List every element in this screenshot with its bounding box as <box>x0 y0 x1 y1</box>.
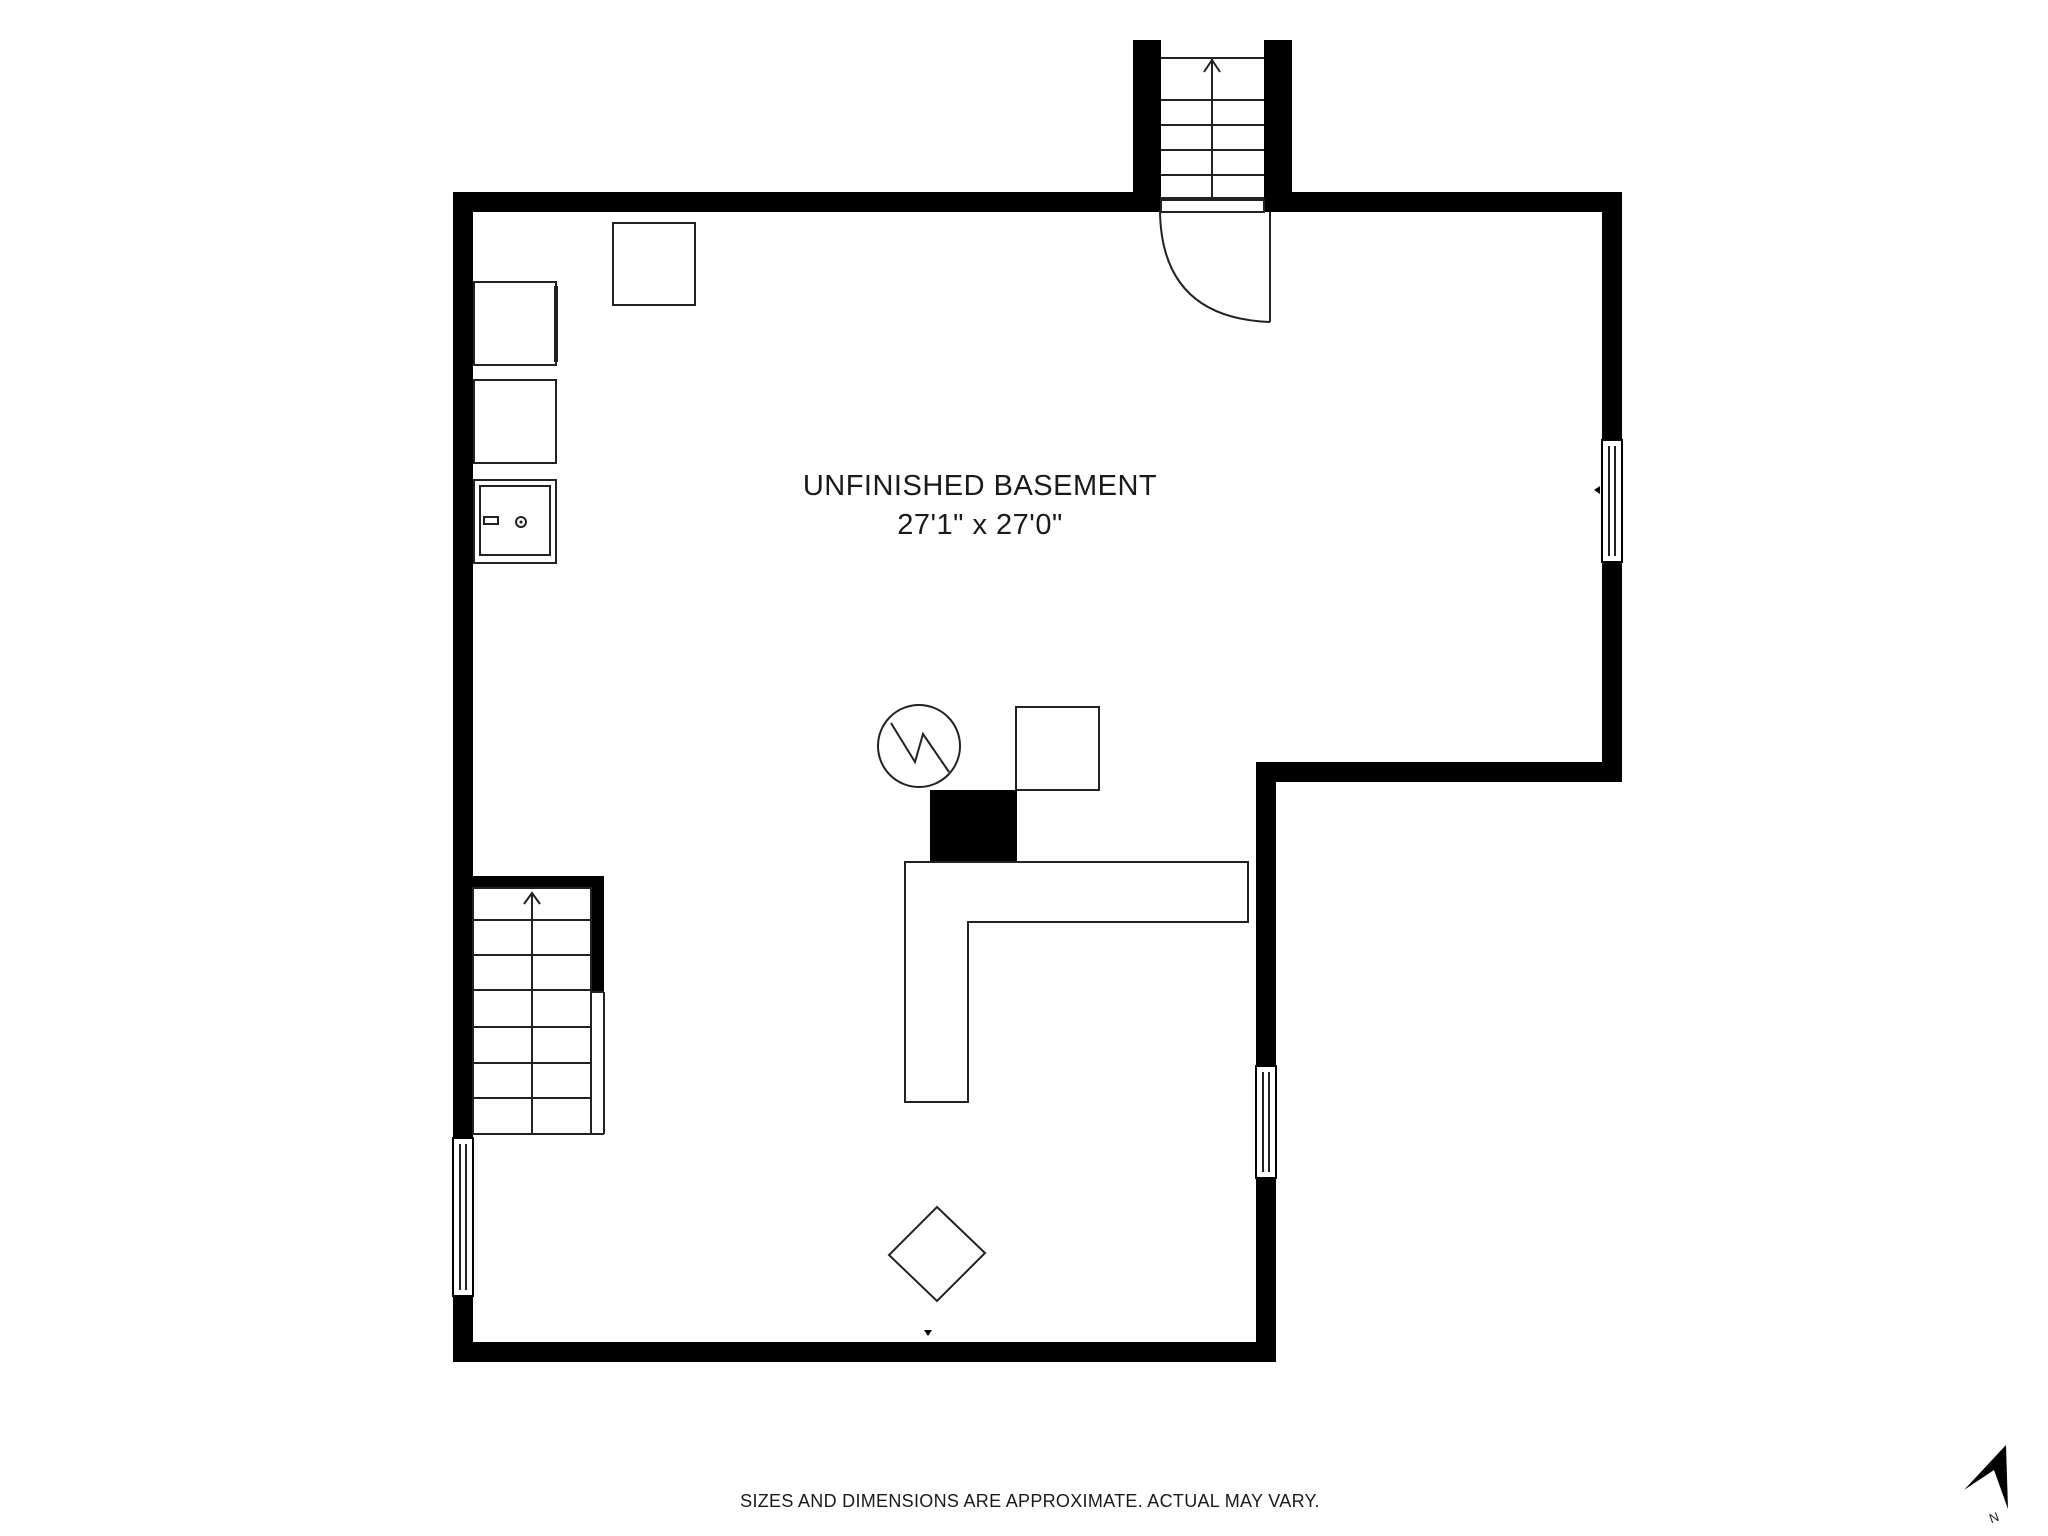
wall-top-right <box>1264 192 1622 212</box>
disclaimer-text: SIZES AND DIMENSIONS ARE APPROXIMATE. AC… <box>740 1491 1320 1511</box>
stair-up-arrow-icon <box>1203 58 1221 73</box>
wall-right-lower <box>1256 762 1276 1362</box>
marker-right <box>1594 486 1600 494</box>
door-swing-arc <box>1159 211 1271 323</box>
wall-top-left <box>453 192 1141 212</box>
window-left-lower <box>452 1137 474 1297</box>
exterior-walls <box>453 192 1622 1362</box>
floor-drain-box <box>887 1205 987 1303</box>
marker-bottom <box>924 1330 932 1336</box>
room-dimensions-label: 27'1" x 27'0" <box>897 509 1063 541</box>
interior-stair-arrow-icon <box>523 891 541 905</box>
utility-box-top <box>612 222 696 306</box>
window-right-lower <box>1255 1065 1277 1179</box>
fixtures <box>473 222 696 564</box>
wall-bottom <box>453 1342 1276 1362</box>
stairwell-wall-right <box>1264 40 1292 212</box>
wall-step-horizontal <box>1256 762 1622 782</box>
top-door <box>1159 199 1271 323</box>
stairwell-cap-left <box>1133 40 1163 58</box>
appliance-upper <box>473 281 557 366</box>
marker-top <box>924 206 932 212</box>
sink-faucet-icon <box>483 516 499 525</box>
windows <box>452 439 1623 1297</box>
appliance-lower <box>473 379 557 464</box>
stair-wall-right <box>591 876 604 992</box>
chimney-block <box>930 790 1017 862</box>
furnace-box <box>1015 706 1100 791</box>
stair-wall-top <box>453 876 604 888</box>
room-name-label: UNFINISHED BASEMENT <box>802 470 1158 502</box>
window-right-upper <box>1601 439 1623 563</box>
wall-left <box>453 192 473 1362</box>
utility-sink <box>473 479 557 564</box>
stairwell-cap-right <box>1262 40 1292 58</box>
top-stairwell <box>1133 40 1292 212</box>
north-arrow-icon <box>1964 1445 2008 1509</box>
interior-stair <box>453 876 605 1135</box>
stairwell-wall-left <box>1133 40 1161 212</box>
l-shaped-counter <box>904 861 1249 1103</box>
mechanical <box>877 704 1100 862</box>
